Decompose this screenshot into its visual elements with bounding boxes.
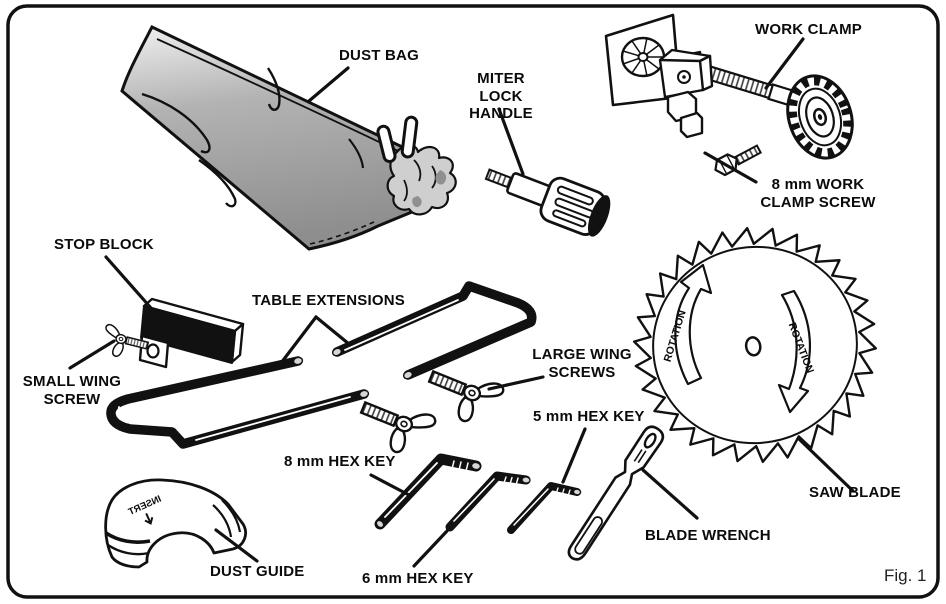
hex-key-6mm-drawing bbox=[445, 471, 531, 532]
drawstring-loop bbox=[376, 124, 397, 164]
label-dust-bag: DUST BAG bbox=[339, 47, 419, 64]
label-dust-guide: DUST GUIDE bbox=[210, 563, 305, 580]
leader-lines bbox=[68, 37, 855, 568]
label-hex-key-5mm: 5 mm HEX KEY bbox=[533, 408, 645, 425]
dust-guide-drawing: INSERT bbox=[104, 478, 247, 569]
label-large-wing-screws: LARGE WING SCREWS bbox=[532, 346, 632, 381]
dust-bag-drawing bbox=[120, 25, 457, 251]
leader-line bbox=[797, 437, 855, 493]
leader-line bbox=[276, 315, 318, 369]
label-blade-wrench: BLADE WRENCH bbox=[645, 527, 771, 544]
leader-line bbox=[307, 66, 350, 103]
leader-line bbox=[412, 529, 449, 568]
drawstring-loop bbox=[400, 115, 419, 159]
label-work-clamp: WORK CLAMP bbox=[755, 21, 862, 38]
label-line: SCREW bbox=[43, 390, 101, 408]
label-hex-key-6mm: 6 mm HEX KEY bbox=[362, 570, 474, 587]
table-extensions-drawing bbox=[106, 281, 537, 449]
work-clamp-drawing bbox=[604, 13, 854, 160]
leader-line bbox=[314, 315, 351, 346]
label-line: LARGE WING bbox=[532, 346, 632, 363]
label-stop-block: STOP BLOCK bbox=[54, 236, 154, 253]
leader-line bbox=[369, 473, 411, 497]
leader-line bbox=[68, 339, 116, 370]
label-hex-key-8mm: 8 mm HEX KEY bbox=[284, 453, 396, 470]
leader-line bbox=[764, 37, 805, 90]
label-line: CLAMP SCREW bbox=[760, 193, 876, 211]
label-table-extensions: TABLE EXTENSIONS bbox=[252, 292, 405, 309]
label-small-wing-screw: SMALL WING SCREW bbox=[22, 373, 122, 408]
hex-key-5mm-drawing bbox=[507, 482, 582, 534]
label-work-clamp-screw: 8 mm WORK CLAMP SCREW bbox=[756, 176, 880, 211]
leader-line bbox=[104, 255, 153, 310]
label-miter-lock-handle: MITER LOCK HANDLE bbox=[446, 70, 556, 123]
figure-caption: Fig. 1 bbox=[884, 566, 927, 585]
hex-key-8mm-drawing bbox=[374, 453, 482, 530]
rotation-arrows: ROTATION ROTATION bbox=[662, 263, 816, 414]
figure-border bbox=[6, 4, 940, 599]
label-line: 8 mm WORK bbox=[771, 176, 865, 193]
leader-line bbox=[497, 107, 525, 176]
miter-lock-handle-drawing bbox=[484, 168, 611, 237]
label-line: SMALL WING bbox=[22, 373, 122, 390]
leader-line bbox=[487, 375, 545, 391]
label-saw-blade: SAW BLADE bbox=[809, 484, 901, 501]
leader-line bbox=[561, 427, 587, 484]
label-line: LOCK HANDLE bbox=[469, 87, 533, 123]
stop-block-drawing bbox=[138, 297, 245, 369]
work-clamp-knob bbox=[786, 74, 854, 160]
blade-wrench-drawing bbox=[567, 425, 665, 561]
leader-line bbox=[641, 468, 699, 520]
large-wing-screw-1-drawing bbox=[351, 389, 439, 463]
leader-line bbox=[214, 528, 259, 563]
label-line: MITER bbox=[477, 70, 525, 87]
label-line: SCREWS bbox=[548, 363, 616, 381]
leader-line bbox=[703, 151, 758, 184]
